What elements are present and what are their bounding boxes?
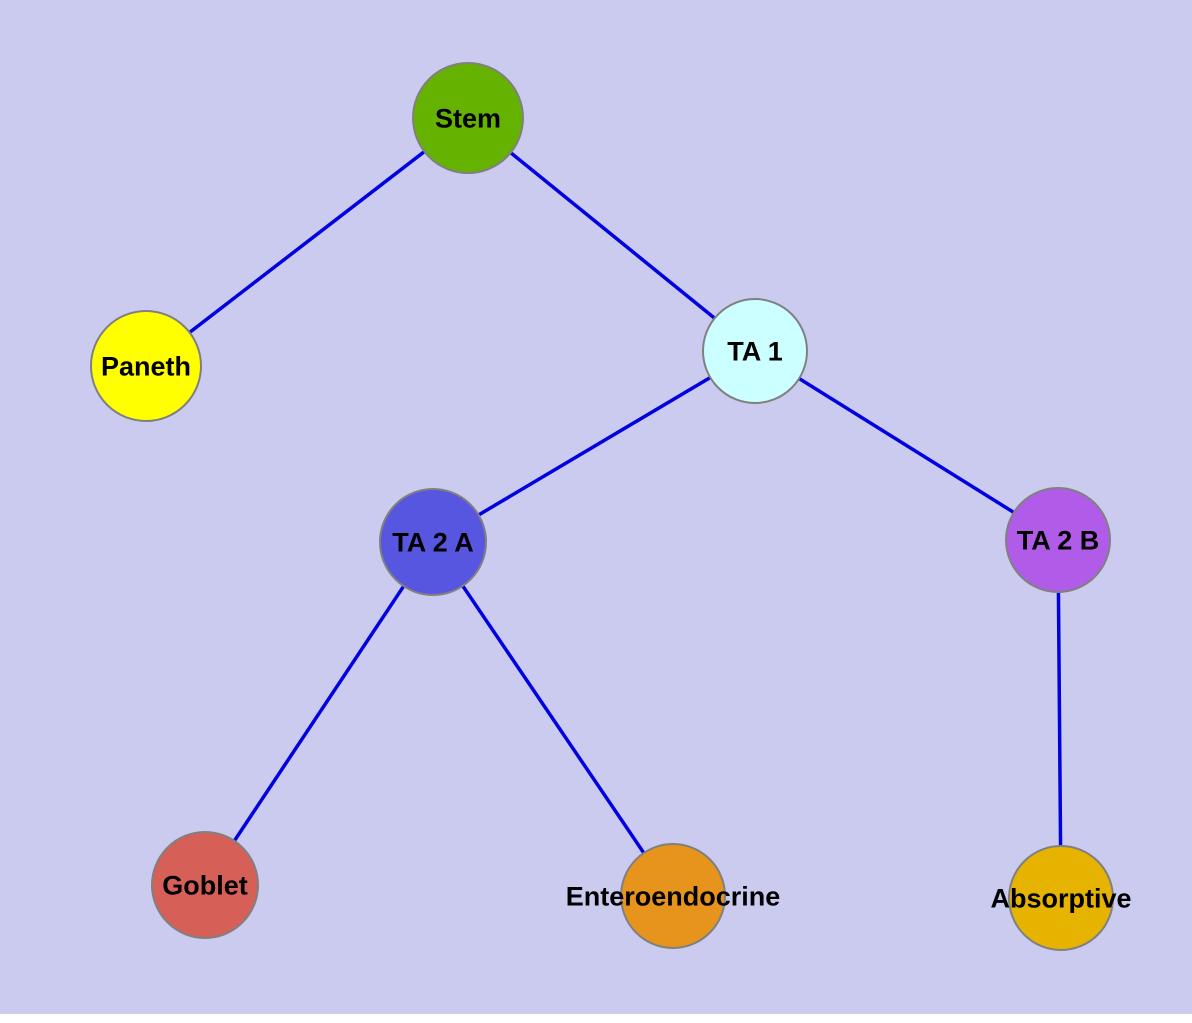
- node-circle-goblet[interactable]: [151, 831, 259, 939]
- edge-ta1-to-ta2a: [431, 349, 757, 544]
- node-goblet[interactable]: Goblet: [151, 831, 259, 939]
- node-paneth[interactable]: Paneth: [90, 310, 202, 422]
- node-circle-ta2a[interactable]: [379, 488, 487, 596]
- edge-ta2a-to-goblet: [203, 540, 435, 887]
- edge-ta1-to-ta2b: [753, 349, 1060, 542]
- edge-ta2b-to-absorptive: [1056, 538, 1063, 900]
- node-circle-absorptive[interactable]: [1008, 845, 1114, 951]
- edge-ta2a-to-enteroendocrine: [431, 540, 675, 898]
- edge-stem-to-ta1: [466, 116, 757, 353]
- node-circle-ta2b[interactable]: [1005, 487, 1111, 593]
- node-stem[interactable]: Stem: [412, 62, 524, 174]
- node-ta2a[interactable]: TA 2 A: [379, 488, 487, 596]
- node-ta2b[interactable]: TA 2 B: [1005, 487, 1111, 593]
- node-circle-stem[interactable]: [412, 62, 524, 174]
- node-circle-paneth[interactable]: [90, 310, 202, 422]
- node-circle-enteroendocrine[interactable]: [620, 843, 726, 949]
- node-ta1[interactable]: TA 1: [702, 298, 808, 404]
- node-circle-ta1[interactable]: [702, 298, 808, 404]
- edge-stem-to-paneth: [144, 116, 470, 368]
